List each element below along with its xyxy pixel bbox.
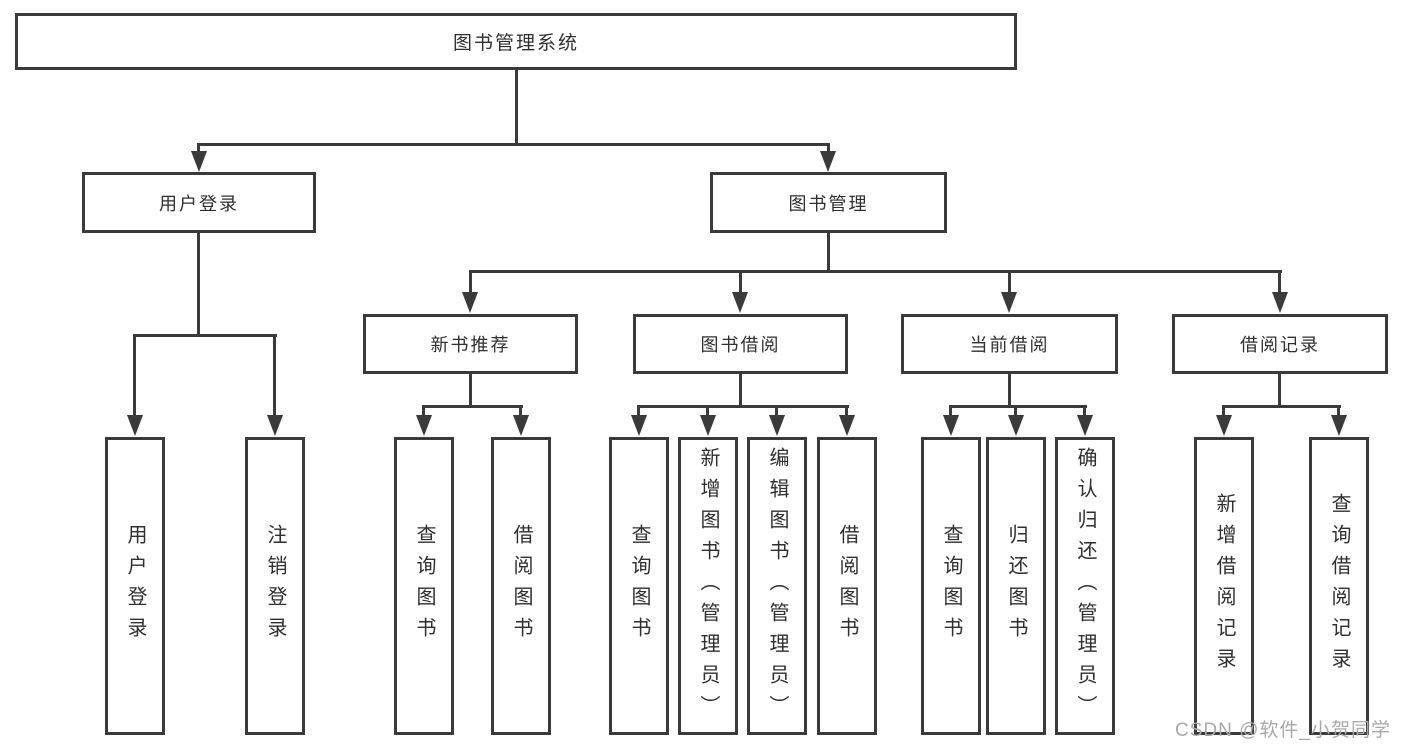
node-system-root: 图书管理系统 [15, 13, 1017, 70]
arrow-down-icon [1216, 415, 1232, 436]
arrow-down-icon [769, 415, 785, 436]
connector-hline [133, 334, 277, 337]
leaf-query-books-current: 查询图书 [921, 437, 981, 735]
connector-vline [133, 334, 136, 418]
connector-vline [1008, 270, 1011, 294]
leaf-label: 编辑图书（管理员） [766, 446, 788, 726]
arrow-down-icon [700, 415, 716, 436]
leaf-query-borrow-record: 查询借阅记录 [1309, 437, 1369, 735]
connector-vline [637, 405, 640, 417]
connector-vline [197, 233, 200, 337]
arrow-down-icon [1001, 292, 1017, 313]
leaf-add-books-admin: 新增图书（管理员） [678, 437, 738, 735]
connector-vline [1014, 405, 1017, 417]
leaf-label: 查询图书 [413, 524, 435, 648]
connector-vline [1337, 405, 1340, 417]
leaf-edit-books-admin: 编辑图书（管理员） [747, 437, 807, 735]
connector-hline [949, 405, 1087, 408]
leaf-label: 归还图书 [1005, 524, 1027, 648]
leaf-query-books-borrow: 查询图书 [609, 437, 669, 735]
connector-vline [273, 334, 276, 418]
connector-hline [469, 270, 1282, 273]
leaf-logout: 注销登录 [245, 437, 305, 735]
connector-vline [469, 373, 472, 408]
node-current-borrow: 当前借阅 [901, 314, 1118, 374]
connector-vline [515, 70, 518, 145]
arrow-down-icon [1008, 415, 1024, 436]
connector-vline [1008, 373, 1011, 408]
connector-vline [1222, 405, 1225, 417]
connector-vline [422, 405, 425, 417]
node-new-book-recommend: 新书推荐 [363, 314, 578, 374]
leaf-label: 注销登录 [264, 524, 286, 648]
connector-hline [637, 405, 849, 408]
leaf-label: 查询借阅记录 [1328, 493, 1350, 679]
leaf-add-borrow-record: 新增借阅记录 [1194, 437, 1254, 735]
leaf-label: 查询图书 [628, 524, 650, 648]
csdn-watermark: CSDN @软件_小贺同学 [1175, 720, 1391, 741]
node-book-management: 图书管理 [710, 172, 947, 233]
leaf-label: 新增图书（管理员） [697, 446, 719, 726]
leaf-borrow-books: 借阅图书 [817, 437, 877, 735]
connector-vline [739, 373, 742, 408]
leaf-label: 确认归还（管理员） [1074, 446, 1096, 726]
connector-vline [775, 405, 778, 417]
connector-vline [1278, 373, 1281, 408]
connector-vline [949, 405, 952, 417]
connector-hline [197, 143, 830, 146]
connector-hline [422, 405, 523, 408]
leaf-label: 借阅图书 [510, 524, 532, 648]
leaf-query-books-recommend: 查询图书 [394, 437, 454, 735]
node-borrow-records: 借阅记录 [1172, 314, 1388, 374]
leaf-label: 新增借阅记录 [1213, 493, 1235, 679]
connector-vline [197, 143, 200, 155]
arrow-down-icon [1272, 292, 1288, 313]
connector-hline [1222, 405, 1341, 408]
arrow-down-icon [127, 415, 143, 436]
node-book-borrow: 图书借阅 [633, 314, 848, 374]
connector-vline [827, 143, 830, 155]
leaf-label: 查询图书 [940, 524, 962, 648]
arrow-down-icon [191, 151, 207, 172]
connector-vline [469, 270, 472, 294]
leaf-confirm-return-admin: 确认归还（管理员） [1055, 437, 1115, 735]
arrow-down-icon [1331, 415, 1347, 436]
arrow-down-icon [631, 415, 647, 436]
leaf-user-login: 用户登录 [105, 437, 165, 735]
connector-vline [706, 405, 709, 417]
leaf-borrow-books-recommend: 借阅图书 [491, 437, 551, 735]
arrow-down-icon [267, 415, 283, 436]
connector-vline [739, 270, 742, 294]
arrow-down-icon [416, 415, 432, 436]
leaf-label: 借阅图书 [836, 524, 858, 648]
arrow-down-icon [820, 151, 836, 172]
connector-vline [1278, 270, 1281, 294]
connector-vline [827, 233, 830, 273]
arrow-down-icon [839, 415, 855, 436]
arrow-down-icon [462, 292, 478, 313]
arrow-down-icon [943, 415, 959, 436]
arrow-down-icon [513, 415, 529, 436]
connector-vline [519, 405, 522, 417]
arrow-down-icon [1077, 415, 1093, 436]
connector-vline [1083, 405, 1086, 417]
node-user-login: 用户登录 [82, 172, 316, 233]
connector-vline [845, 405, 848, 417]
leaf-label: 用户登录 [124, 524, 146, 648]
arrow-down-icon [732, 292, 748, 313]
leaf-return-books: 归还图书 [986, 437, 1046, 735]
